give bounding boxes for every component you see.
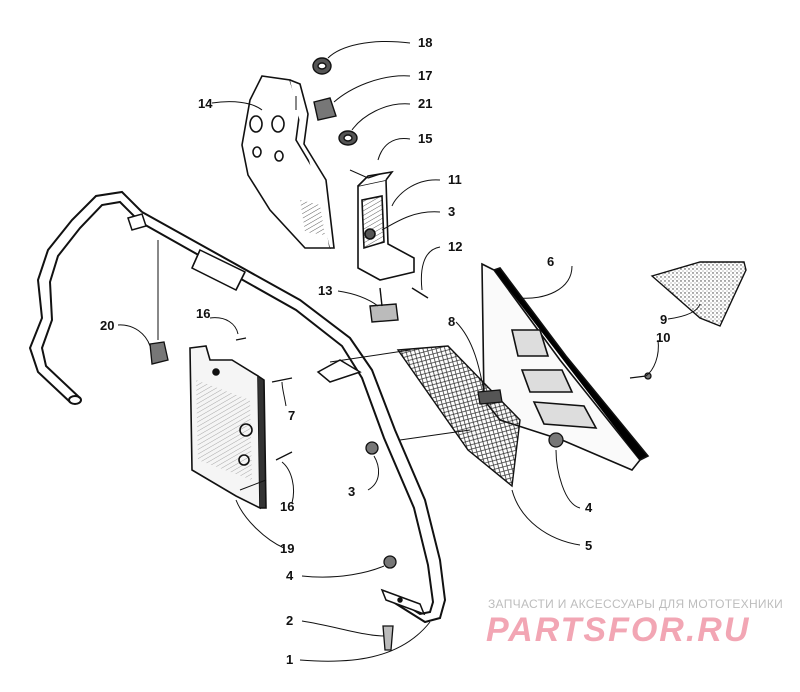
assembly-lines — [157, 96, 471, 491]
callout-16-lower: 16 — [280, 499, 294, 514]
callout-4-lower: 4 — [286, 568, 294, 583]
callout-8: 8 — [448, 314, 455, 329]
front-panel — [481, 262, 650, 471]
small-parts — [312, 57, 429, 323]
watermark-caption: ЗАПЧАСТИ И АКСЕССУАРЫ ДЛЯ МОТОТЕХНИКИ — [488, 597, 784, 611]
callout-labels: 18 17 21 15 14 11 3 12 6 13 9 16 8 20 10… — [100, 35, 670, 667]
callout-12: 12 — [448, 239, 462, 254]
watermark-logo: PARTSFOR.RU — [486, 611, 751, 649]
callout-4-right: 4 — [585, 500, 593, 515]
callout-10: 10 — [656, 330, 670, 345]
fasteners — [149, 337, 652, 651]
callout-15: 15 — [418, 131, 432, 146]
callout-20: 20 — [100, 318, 114, 333]
callout-21: 21 — [418, 96, 432, 111]
decal — [650, 261, 747, 327]
bumper-tube — [28, 190, 447, 624]
callout-11: 11 — [448, 172, 462, 187]
callout-13: 13 — [318, 283, 332, 298]
side-plate — [189, 345, 267, 510]
callout-1: 1 — [286, 652, 293, 667]
callout-5: 5 — [585, 538, 592, 553]
callout-3-upper: 3 — [448, 204, 455, 219]
callout-6: 6 — [547, 254, 554, 269]
lower-tube-bracket — [380, 588, 426, 616]
callout-14: 14 — [198, 96, 213, 111]
vertical-bracket — [357, 170, 415, 281]
tube-coupler — [127, 213, 362, 383]
callout-2: 2 — [286, 613, 293, 628]
upper-bracket — [241, 75, 335, 249]
callout-17: 17 — [418, 68, 432, 83]
mesh-screen — [396, 345, 521, 488]
callout-9: 9 — [660, 312, 667, 327]
callout-18: 18 — [418, 35, 432, 50]
callout-7: 7 — [288, 408, 295, 423]
callout-19: 19 — [280, 541, 294, 556]
leader-lines — [117, 40, 701, 662]
callout-3-lower: 3 — [348, 484, 355, 499]
callout-16-upper: 16 — [196, 306, 210, 321]
